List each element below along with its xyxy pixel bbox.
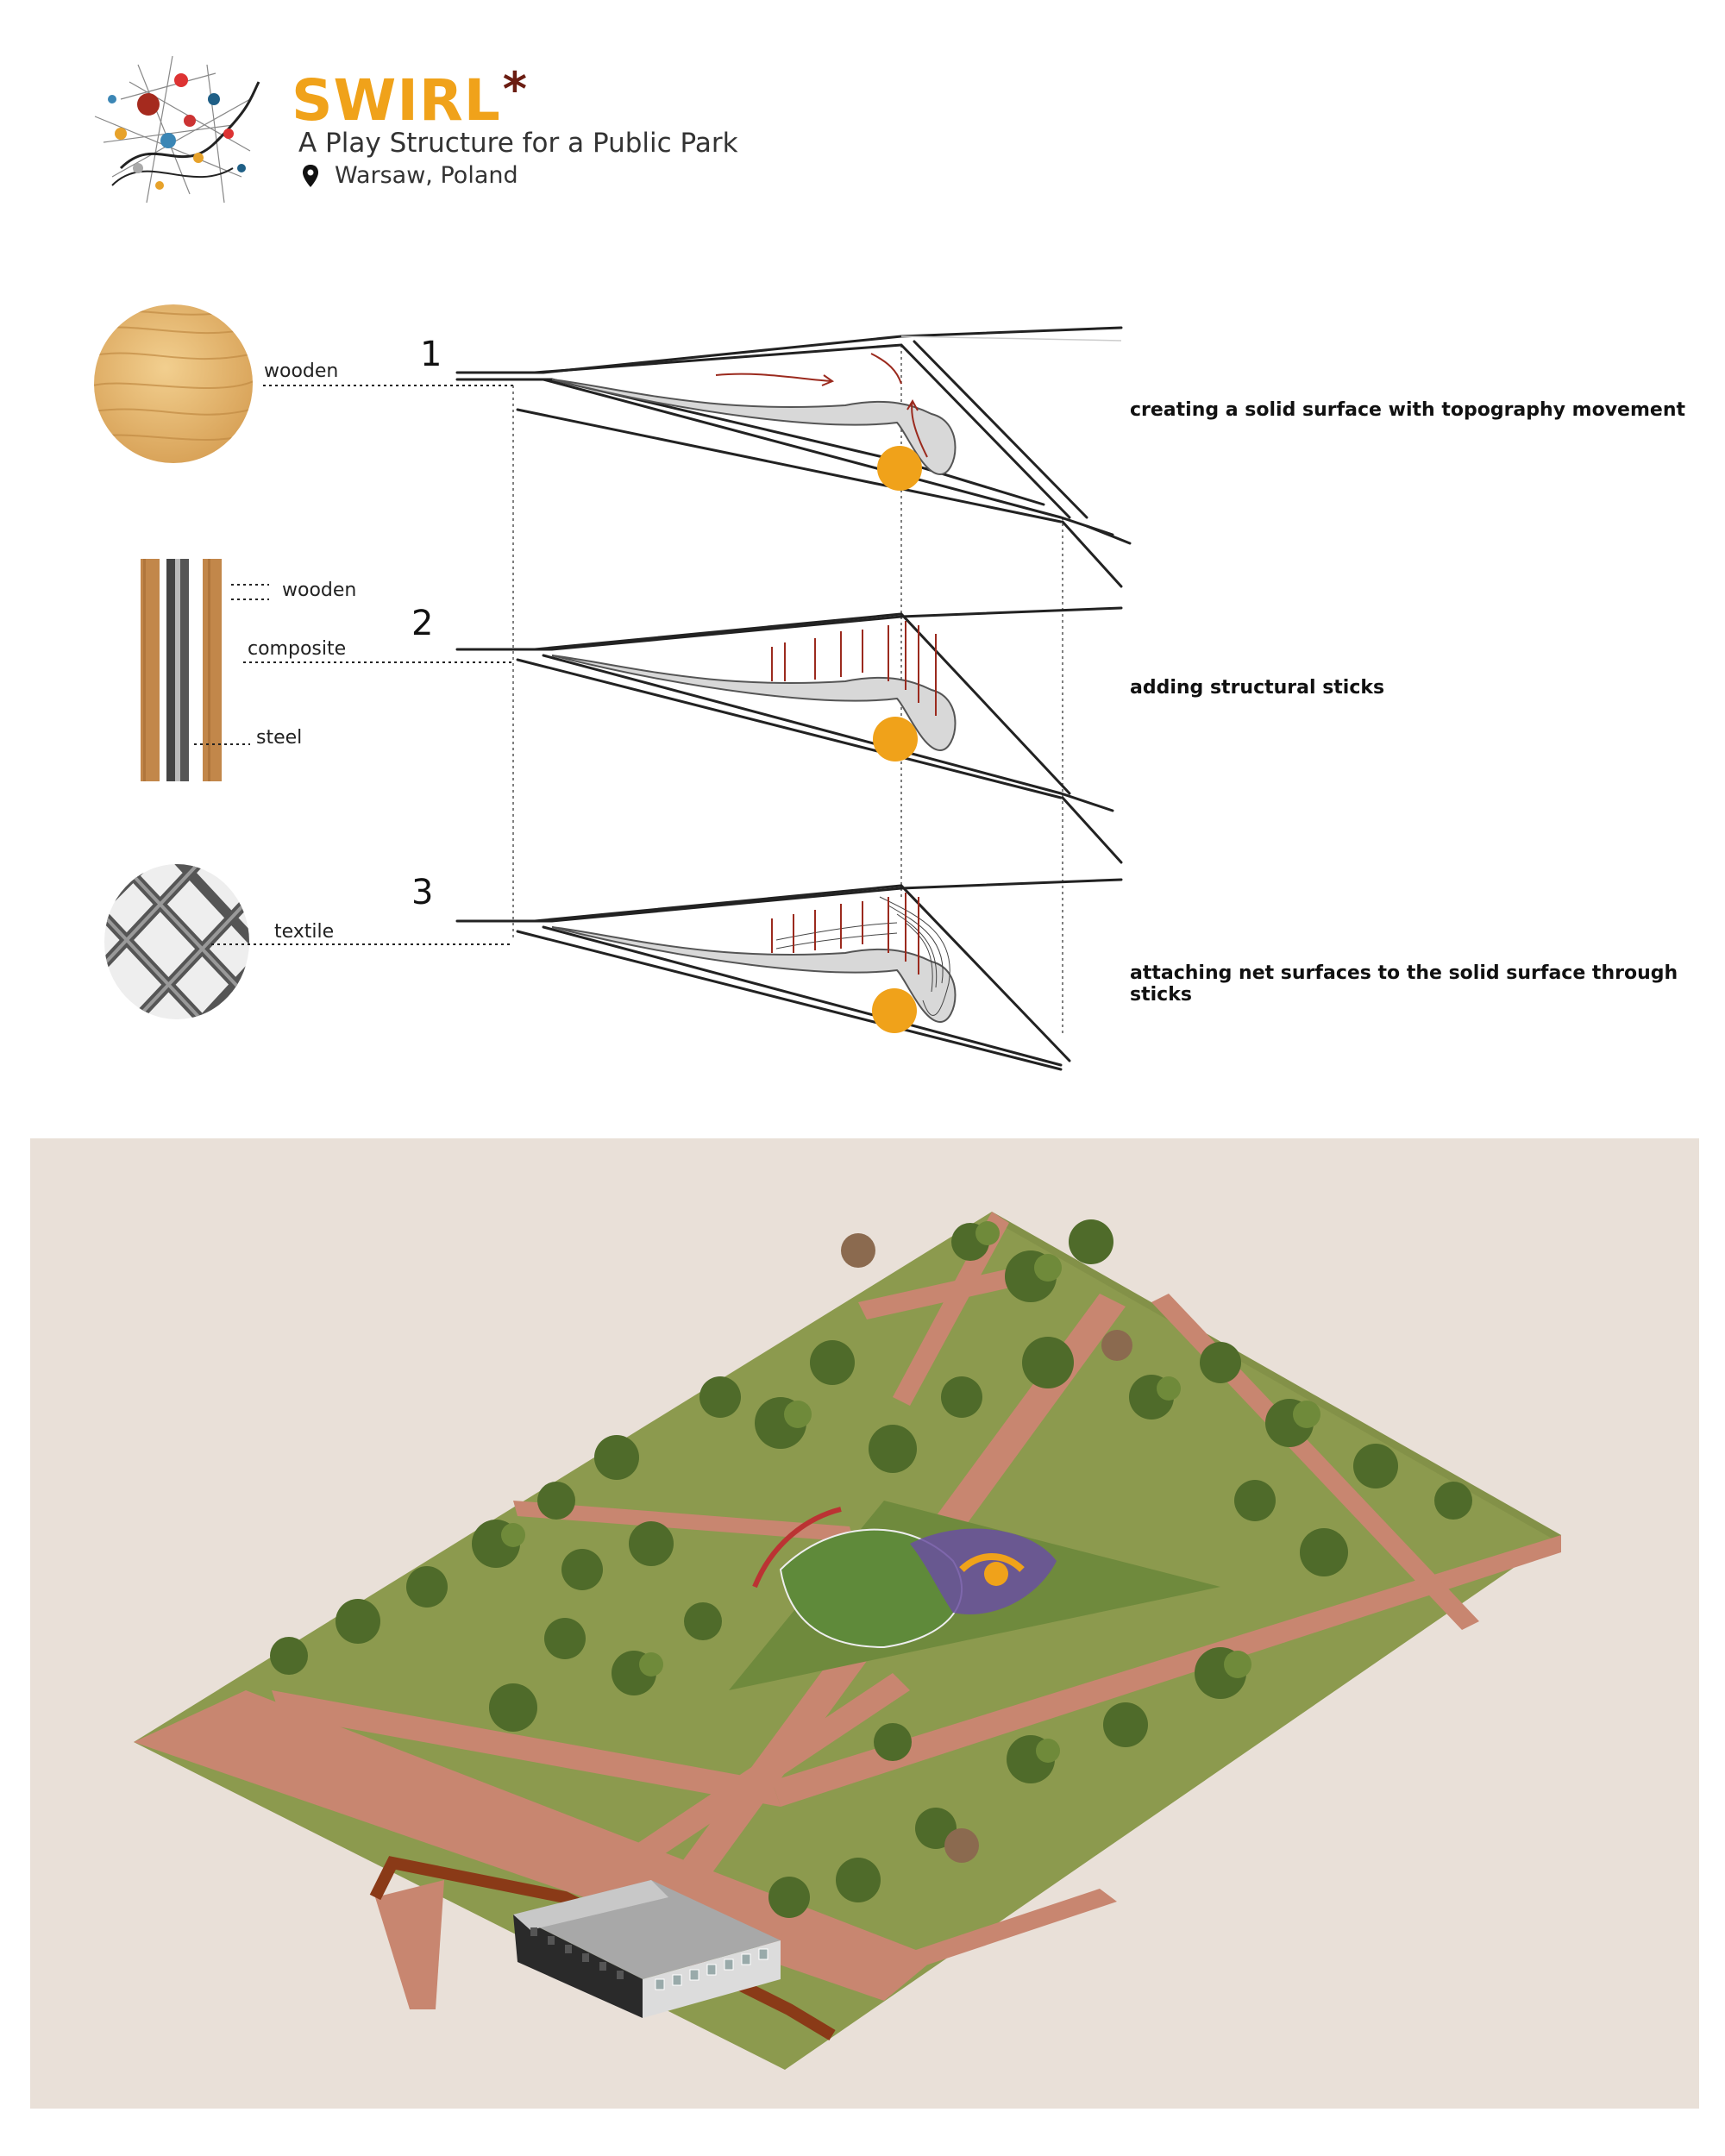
swirl-structure (959, 1553, 1025, 1572)
layered-stick-icon (141, 559, 222, 781)
material-label-textile: textile (274, 921, 335, 943)
textile-net-icon (104, 864, 249, 1019)
title-asterisk: * (502, 62, 529, 116)
park-building (513, 1880, 781, 2018)
play-area-marker-3 (872, 988, 917, 1033)
step-number-2: 2 (411, 604, 434, 643)
retaining-wall (369, 1856, 836, 2041)
step-description-3: attaching net surfaces to the solid surf… (1130, 962, 1678, 1006)
park-axonometric-plan (30, 1138, 1699, 2109)
play-surface-purple (910, 1528, 1057, 1614)
site-layer-1 (455, 326, 1132, 588)
material-label-composite: composite (248, 638, 347, 660)
play-area-marker-2 (873, 717, 918, 761)
axonometric-diagram (194, 326, 1132, 1071)
play-area-marker-1 (877, 446, 922, 491)
network-logo-icon (94, 55, 260, 204)
site-layer-3 (455, 878, 1123, 1071)
site-layer-2 (455, 606, 1123, 864)
step-description-1: creating a solid surface with topography… (1130, 399, 1686, 421)
step-number-3: 3 (411, 873, 434, 912)
material-label-wooden-1: wooden (264, 360, 339, 382)
step-description-2: adding structural sticks (1130, 677, 1385, 699)
park-trees (270, 1219, 1472, 1971)
material-label-wooden-2: wooden (282, 580, 357, 601)
material-label-steel: steel (256, 727, 303, 749)
page-title: SWIRL* (292, 62, 529, 134)
step-number-1: 1 (420, 335, 442, 374)
location-pin-icon (303, 165, 318, 187)
vertical-alignment-lines (512, 345, 1063, 1035)
wood-texture-icon (94, 304, 253, 463)
location-text: Warsaw, Poland (335, 162, 518, 189)
page-subtitle: A Play Structure for a Public Park (298, 128, 738, 159)
